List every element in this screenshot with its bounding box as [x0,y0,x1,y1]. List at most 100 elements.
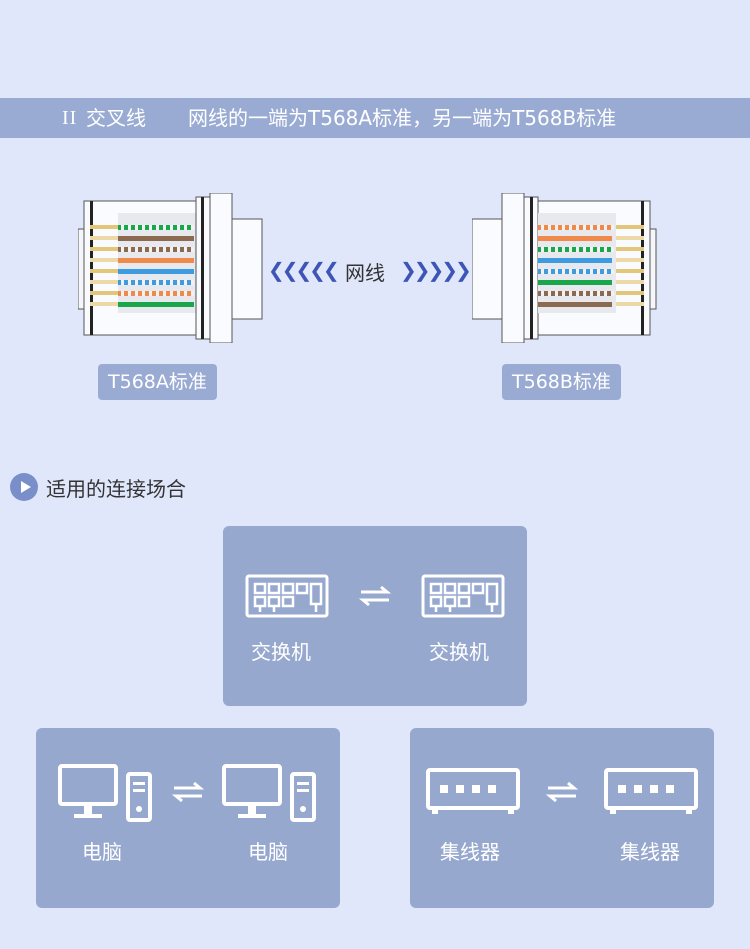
wire-stripe [128,280,131,285]
wire-stripe [177,225,180,230]
wire-stripe [541,247,544,252]
wire-stripe [590,247,593,252]
hub-icon [604,768,698,814]
wire-lead [90,302,118,306]
wire-strand [118,258,194,263]
wire-stripe [163,280,166,285]
wire-lead [616,269,644,273]
wire-stripe [156,225,159,230]
hub-left-label: 集线器 [440,840,500,864]
wire-stripe [163,247,166,252]
t568a-label: T568A标准 [98,364,217,400]
wire-stripe [184,247,187,252]
wire-stripe [604,225,607,230]
wire-stripe [597,269,600,274]
wire-stripe [121,291,124,296]
wire-stripe [191,280,194,285]
wire-lead [90,247,118,251]
wire-stripe [555,225,558,230]
wire-stripe [191,225,194,230]
wire-stripe [191,247,194,252]
wire-stripe [569,225,572,230]
wire-stripe [177,247,180,252]
wire-stripe [590,291,593,296]
wire-stripe [142,225,145,230]
swap-icon [172,781,204,803]
wire-stripe [548,225,551,230]
switch-right-label: 交换机 [429,640,489,664]
wire-lead [90,269,118,273]
banner-description: 网线的一端为T568A标准，另一端为T568B标准 [188,106,617,130]
play-icon [10,473,38,501]
wire-stripe [576,247,579,252]
computer-right-label: 电脑 [248,840,288,864]
wire-stripe [569,291,572,296]
wire-stripe [604,291,607,296]
banner-number: II [62,107,78,129]
wire-stripe [583,247,586,252]
computer-icon [58,764,152,822]
wire-strand [538,225,612,230]
case-switch-card: 交换机 交换机 [223,526,527,706]
wire-stripe [184,291,187,296]
right-arrows-icon: ❯❯❯❯❯ [400,258,472,282]
wire-lead [616,225,644,229]
right-wires [538,225,644,307]
case-hub-card: 集线器 集线器 [410,728,714,908]
rj45-connector-t568b [472,193,657,343]
wire-stripe [562,247,565,252]
wire-stripe [135,247,138,252]
swap-icon [546,781,578,803]
rj45-connector-t568a [78,193,263,343]
computer-left-label: 电脑 [82,840,122,864]
wire-stripe [548,247,551,252]
wire-stripe [590,269,593,274]
wire-stripe [149,291,152,296]
wire-stripe [135,291,138,296]
wire-lead [616,291,644,295]
wire-stripe [569,247,572,252]
wire-stripe [562,225,565,230]
wire-strand [538,236,612,241]
wire-stripe [121,225,124,230]
wire-stripe [576,269,579,274]
banner-cable-type: 交叉线 [86,106,146,130]
wire-lead [90,236,118,240]
wire-stripe [611,269,614,274]
wire-stripe [128,225,131,230]
wire-stripe [191,291,194,296]
section-title-text: 适用的连接场合 [46,476,186,501]
wire-stripe [128,291,131,296]
wire-strand [538,269,612,274]
wire-stripe [576,225,579,230]
wire-stripe [149,280,152,285]
wire-stripe [142,291,145,296]
left-arrows-icon: ❮❮❮❮❮ [268,258,340,282]
section-title: 适用的连接场合 [10,473,186,501]
section-banner: II 交叉线 网线的一端为T568A标准，另一端为T568B标准 [0,98,750,138]
wire-stripe [170,225,173,230]
wire-stripe [597,291,600,296]
wire-strand [118,269,194,274]
wire-stripe [555,247,558,252]
wire-stripe [569,269,572,274]
wire-stripe [583,269,586,274]
wire-stripe [184,280,187,285]
wire-stripe [121,280,124,285]
wire-stripe [156,247,159,252]
wire-strand [118,302,194,307]
wire-stripe [541,269,544,274]
wire-stripe [142,247,145,252]
wire-stripe [555,291,558,296]
wire-stripe [583,225,586,230]
wire-strand [538,302,612,307]
left-wires [90,225,194,307]
wire-stripe [548,291,551,296]
wire-lead [616,280,644,284]
swap-icon [359,585,391,607]
wire-stripe [611,225,614,230]
wire-stripe [597,247,600,252]
wire-stripe [156,291,159,296]
wire-stripe [541,291,544,296]
wire-stripe [562,291,565,296]
